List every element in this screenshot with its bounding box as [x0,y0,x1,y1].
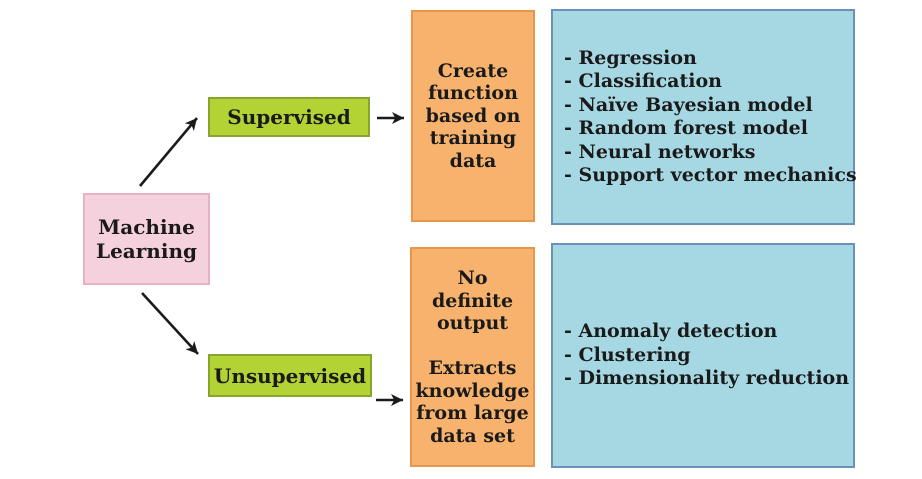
method-item-dimensionality-reduction: - Dimensionality reduction [564,367,850,390]
supervised-methods-box: - Regression - Classification - Naïve Ba… [551,9,857,225]
supervised-description-box: Create function based on training data [411,10,535,222]
method-item-support-vector: - Support vector mechanics [564,164,857,186]
method-item-naive-bayesian: - Naïve Bayesian model [564,93,813,116]
arrow-root-to-unsupervised [141,292,199,355]
method-item-anomaly-detection: - Anomaly detection [564,320,778,343]
unsupervised-methods-box: - Anomaly detection - Clustering - Dimen… [551,243,855,468]
unsupervised-description-box: No definite output Extracts knowledge fr… [410,247,535,467]
method-item-neural-networks: - Neural networks [564,140,756,163]
method-item-random-forest: - Random forest model [564,117,808,139]
method-item-regression: - Regression [564,46,697,69]
supervised-node: Supervised [208,97,370,137]
arrow-root-to-supervised [139,117,198,187]
machine-learning-node: Machine Learning [83,193,210,285]
unsupervised-node: Unsupervised [208,354,372,397]
method-item-classification: - Classification [564,70,722,92]
method-item-clustering: - Clustering [564,343,691,366]
